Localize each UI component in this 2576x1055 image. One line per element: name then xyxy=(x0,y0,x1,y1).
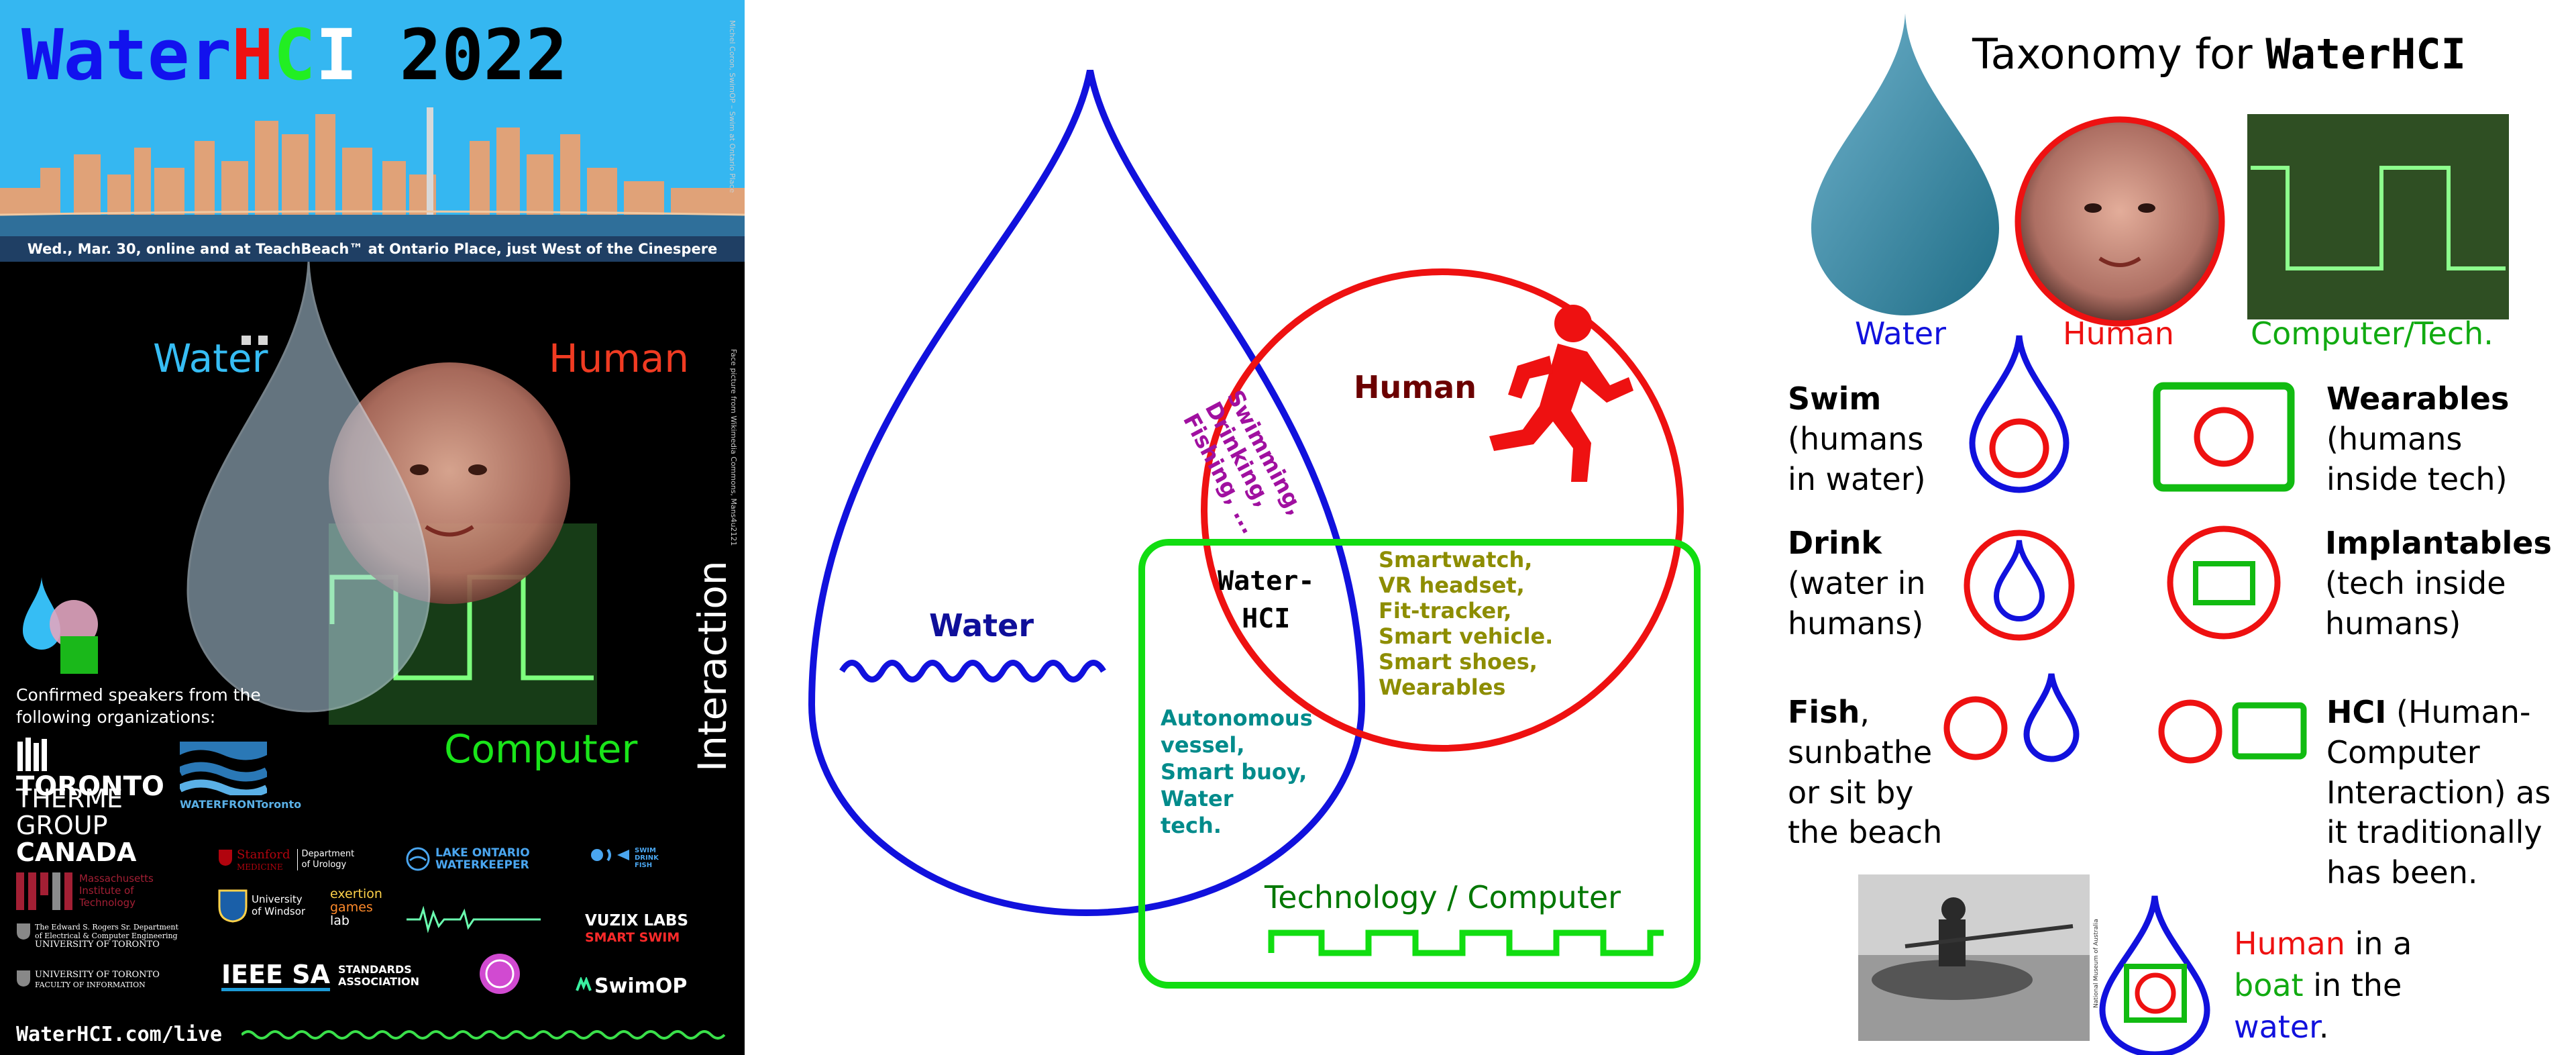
venn-water-drop-shape xyxy=(808,70,1366,916)
taxonomy-fish: Fish, sunbathe or sit by the beach xyxy=(1788,694,1943,851)
windsor-shield-icon xyxy=(218,889,248,923)
venn-water-tech-examples: Autonomous vessel, Smart buoy, Water tec… xyxy=(1161,705,1313,838)
water-drop-photo xyxy=(1811,13,1999,315)
event-date-line: Wed., Mar. 30, online and at TeachBeach™… xyxy=(0,236,745,262)
taxonomy-human-in-boat: Human in a boat in the water. xyxy=(2234,925,2412,1045)
caption-computer-tech: Computer/Tech. xyxy=(2251,315,2493,352)
title-part-i: I xyxy=(315,14,358,96)
left-label-interaction: Interaction xyxy=(690,560,735,772)
hci-icon xyxy=(2158,699,2222,764)
taxonomy-wearables: Wearables (humans inside tech) xyxy=(2326,381,2510,497)
poster-header: WaterHCI 2022 Michel Coron, SwimOP – Swi… xyxy=(0,0,745,262)
logo-waterfront-toronto: WATERFRONToronto xyxy=(177,742,301,811)
uoft-shield-icon-2 xyxy=(17,970,30,987)
taxonomy-drink: Drink (water in humans) xyxy=(1788,525,1926,642)
human-in-boat-icon xyxy=(2099,895,2210,1055)
venn-tech-rectangle xyxy=(1138,539,1701,989)
logo-vuzix-labs: VUZIX LABS SMART SWIM xyxy=(585,912,689,946)
drink-icon xyxy=(1964,530,2075,641)
skyline-illustration xyxy=(0,107,745,242)
side-credit-face: Face picture from Wikimedia Commons, Man… xyxy=(729,349,738,546)
side-credit-top: Michel Coron, SwimOP – Swim at Ontario P… xyxy=(728,20,737,193)
logo-university-of-toronto: TORONTO xyxy=(16,735,164,802)
human-face-photo xyxy=(2015,116,2225,327)
title-part-water: Water xyxy=(21,14,232,96)
left-label-human: Human xyxy=(549,336,690,381)
water-drop xyxy=(186,262,431,713)
venn-human-circle xyxy=(1201,268,1684,752)
running-person-icon xyxy=(1489,305,1633,482)
water-wave-icon xyxy=(839,660,1106,683)
taxonomy-hci: HCI (Human- Computer Interaction) as it … xyxy=(2326,694,2551,891)
bottom-wave-line xyxy=(241,1030,726,1040)
taxonomy-swim: Swim (humans in water) xyxy=(1788,381,1926,497)
logo-therme-group: THERME GROUP CANADA xyxy=(16,784,137,867)
swimop-icon xyxy=(576,977,592,991)
taxonomy-graphics xyxy=(1811,13,2509,1055)
toronto-crest-icon xyxy=(17,738,47,771)
mit-bars-icon xyxy=(16,872,72,910)
taxonomy-implantables: Implantables (tech inside humans) xyxy=(2325,525,2552,642)
uoft-shield-icon xyxy=(17,923,30,940)
title-part-c: C xyxy=(273,14,316,96)
title-part-h: H xyxy=(231,14,274,96)
venn-tech-label: Technology / Computer xyxy=(1265,879,1621,915)
venn-center-label: Water- HCI xyxy=(1218,566,1315,634)
waterhci-logo-icon xyxy=(23,577,98,674)
fish-icon xyxy=(1943,696,2008,760)
photo-credit: National Museum of Australia xyxy=(2093,919,2100,1008)
poster-collage xyxy=(23,262,597,725)
left-label-computer: Computer xyxy=(444,726,638,772)
oscilloscope-photo xyxy=(2247,114,2509,319)
implantables-icon xyxy=(2167,525,2281,640)
venn-water-label: Water xyxy=(929,607,1034,644)
waveform-logo-icon xyxy=(407,906,541,933)
swim-icon xyxy=(1969,335,2070,493)
round-badge-logo-icon xyxy=(480,954,520,994)
logo-exertion-games-lab: exertion games lab xyxy=(330,887,382,928)
swim-drink-fish-icon xyxy=(591,848,629,862)
waterkeeper-icon xyxy=(406,847,430,871)
taxonomy-title: Taxonomy for WaterHCI xyxy=(1972,30,2466,79)
stanford-tree-icon xyxy=(219,850,232,866)
waterfront-waves-icon xyxy=(177,742,270,798)
venn-human-label: Human xyxy=(1354,369,1477,405)
caption-water: Water xyxy=(1855,315,1946,352)
logo-swimop: SwimOP xyxy=(576,974,687,998)
venn-human-tech-examples: Smartwatch, VR headset, Fit-tracker, Sma… xyxy=(1379,547,1554,700)
venn-diagram xyxy=(808,70,1701,989)
poster-title: WaterHCI 2022 xyxy=(21,20,568,90)
caption-human: Human xyxy=(2063,315,2174,352)
poster-panel: WaterHCI 2022 Michel Coron, SwimOP – Swi… xyxy=(0,0,745,1055)
wearables-icon xyxy=(2153,382,2295,492)
tech-square-wave-icon xyxy=(1268,930,1664,956)
live-url[interactable]: WaterHCI.com/live xyxy=(16,1023,223,1046)
confirmed-speakers-text: Confirmed speakers from the following or… xyxy=(16,685,261,727)
title-year: 2022 xyxy=(399,14,568,96)
left-label-water: Water xyxy=(153,336,268,381)
